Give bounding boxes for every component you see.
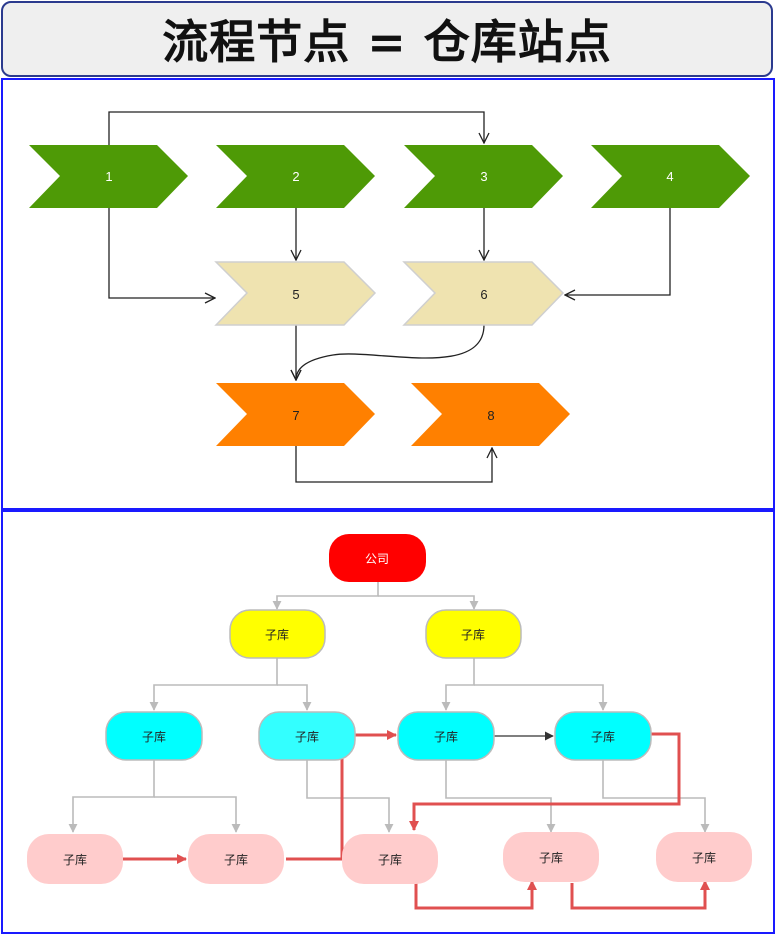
tree-node-l1-2: 子库 — [425, 609, 522, 659]
node-box — [397, 711, 495, 761]
node-label: 子库 — [692, 850, 716, 865]
node-label: 子库 — [461, 627, 485, 642]
node-label: 子库 — [63, 852, 87, 867]
edge-1-3 — [108, 111, 484, 145]
tree-node-l3-2: 子库 — [188, 834, 284, 884]
flow-node-8: 8 — [411, 383, 570, 446]
flow-node-7: 7 — [216, 383, 375, 446]
edge-1-5 — [108, 208, 215, 298]
chevron-shape — [216, 145, 375, 208]
node-label: 5 — [292, 287, 299, 302]
node-label: 子库 — [295, 729, 319, 744]
tree-node-l2-3: 子库 — [397, 711, 495, 761]
flow-node-2: 2 — [216, 145, 375, 208]
warehouse-tree: 公司 子库 子库 子库 子库 子库 子库 — [27, 534, 752, 910]
node-label: 子库 — [265, 627, 289, 642]
chevron-shape — [411, 383, 570, 446]
node-box — [503, 832, 599, 882]
flow-node-1: 1 — [29, 145, 188, 208]
tree-node-l2-2: 子库 — [258, 711, 356, 761]
page-title: 流程节点 = 仓库站点 — [162, 15, 612, 69]
node-label: 子库 — [539, 850, 563, 865]
node-box — [105, 711, 203, 761]
node-label: 2 — [292, 169, 299, 184]
tree-node-l2-1: 子库 — [105, 711, 203, 761]
node-label: 子库 — [224, 852, 248, 867]
tree-node-l3-1: 子库 — [27, 834, 123, 884]
title-banner: 流程节点 = 仓库站点 — [1, 1, 773, 77]
tree-node-l3-4: 子库 — [503, 832, 599, 882]
node-label: 6 — [480, 287, 487, 302]
node-box — [329, 534, 426, 582]
flow-node-6: 6 — [402, 261, 565, 326]
edge-4-6 — [565, 208, 671, 295]
red-route — [123, 730, 710, 910]
node-label: 4 — [666, 169, 673, 184]
node-box — [554, 711, 652, 761]
flow-connectors — [108, 111, 671, 483]
node-label: 子库 — [378, 852, 402, 867]
node-label: 8 — [487, 408, 494, 423]
chevron-shape — [214, 261, 377, 326]
node-box — [656, 832, 752, 882]
node-label: 子库 — [142, 729, 166, 744]
node-box — [188, 834, 284, 884]
flow-node-3: 3 — [404, 145, 563, 208]
node-box — [425, 609, 522, 659]
tree-connectors — [68, 582, 710, 833]
node-label: 子库 — [591, 729, 615, 744]
node-label: 1 — [105, 169, 112, 184]
chevron-shape — [216, 383, 375, 446]
edge-7-8 — [295, 446, 492, 483]
chevron-shape — [404, 145, 563, 208]
tree-node-l1-1: 子库 — [229, 609, 326, 659]
node-label: 7 — [292, 408, 299, 423]
chevron-shape — [591, 145, 750, 208]
warehouse-tree-panel: 公司 子库 子库 子库 子库 子库 子库 — [1, 510, 775, 934]
node-label: 公司 — [365, 552, 389, 566]
node-label: 3 — [480, 169, 487, 184]
node-box — [27, 834, 123, 884]
tree-node-l2-4: 子库 — [554, 711, 652, 761]
node-label: 子库 — [434, 729, 458, 744]
tree-node-l3-5: 子库 — [656, 832, 752, 882]
flow-node-4: 4 — [591, 145, 750, 208]
flow-diagram-panel: 1 2 3 4 5 6 7 8 — [1, 78, 775, 510]
node-box — [258, 711, 356, 761]
chevron-shape — [29, 145, 188, 208]
tree-node-l3-3: 子库 — [342, 834, 438, 884]
flow-diagram: 1 2 3 4 5 6 7 8 — [29, 111, 750, 483]
node-box — [229, 609, 326, 659]
chevron-shape — [402, 261, 565, 326]
edge-6-7 — [296, 324, 485, 380]
node-box — [342, 834, 438, 884]
tree-node-root: 公司 — [329, 534, 426, 582]
flow-node-5: 5 — [214, 261, 377, 326]
